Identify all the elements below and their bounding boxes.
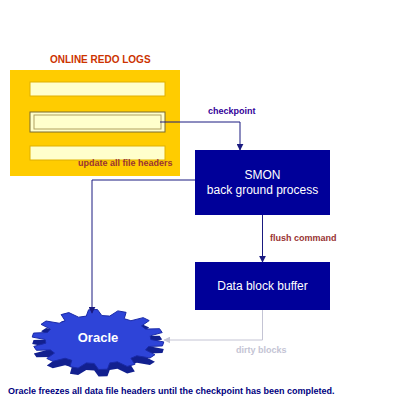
process-name: SMON (245, 168, 281, 183)
redo-log-inner-border (34, 115, 161, 129)
figure-caption: Oracle freezes all data file headers unt… (8, 386, 416, 396)
group-heading: ONLINE REDO LOGS (50, 54, 151, 67)
process-box: SMONback ground process (195, 150, 330, 215)
edge-label: flush command (270, 233, 337, 243)
connector-arrow (262, 215, 263, 262)
connector-layer (92, 122, 263, 340)
connector-arrow (92, 180, 195, 313)
process-description: back ground process (207, 183, 318, 198)
buffer-box: Data block buffer (195, 262, 330, 310)
edge-label: update all file headers (78, 158, 173, 168)
redo-log-file (30, 82, 165, 96)
edge-label: checkpoint (208, 106, 256, 116)
gear-node: Oracle (28, 305, 168, 380)
connector-arrow (164, 310, 263, 340)
log-pointer-line (160, 122, 180, 123)
box-label: Data block buffer (217, 279, 308, 294)
connector-arrow (180, 122, 240, 150)
gear-label: Oracle (78, 330, 118, 346)
redo-log-group: ONLINE REDO LOGS (10, 70, 180, 176)
redo-log-file (30, 146, 165, 160)
redo-log-file (30, 112, 165, 132)
gear-face (32, 310, 164, 370)
edge-label: dirty blocks (236, 345, 287, 355)
